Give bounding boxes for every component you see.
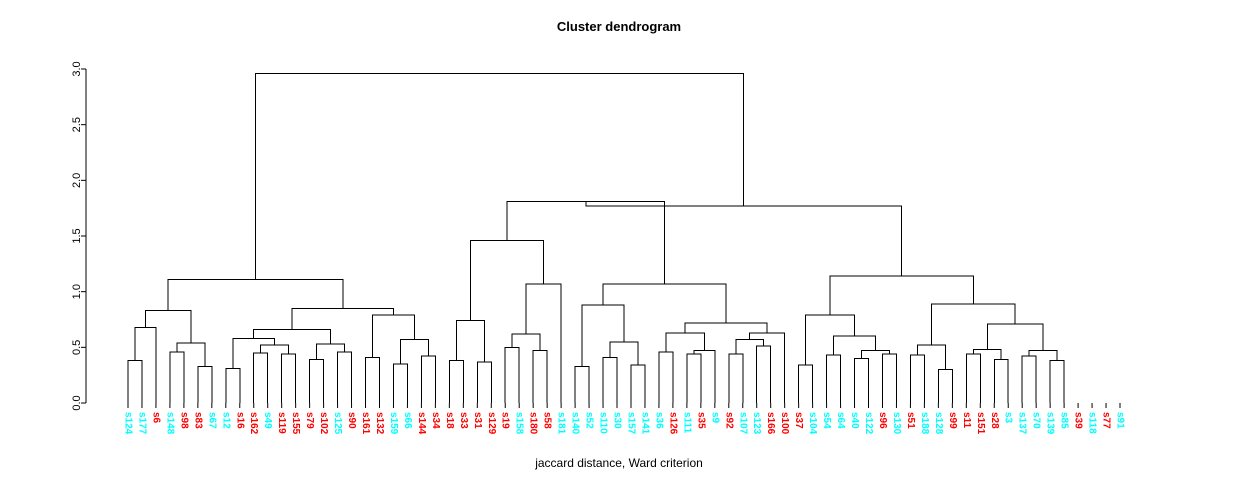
svg-text:3.0: 3.0 bbox=[71, 61, 83, 76]
leaf-label: s12 bbox=[220, 412, 231, 429]
leaf-label: s122 bbox=[863, 412, 874, 435]
leaf-label: s129 bbox=[486, 412, 497, 435]
y-axis: 0.0 0.5 1.0 1.5 2.0 2.5 3.0 bbox=[71, 61, 87, 411]
x-axis-label: jaccard distance, Ward criterion bbox=[535, 456, 703, 470]
leaf-label: s155 bbox=[290, 412, 301, 435]
leaf-label: s141 bbox=[639, 412, 650, 435]
leaf-label: s9 bbox=[709, 412, 720, 424]
leaf-label: s11 bbox=[961, 412, 972, 429]
leaf-label: s181 bbox=[556, 412, 567, 435]
leaf-label: s157 bbox=[625, 412, 636, 435]
leaf-label: s100 bbox=[779, 412, 790, 435]
leaf-label: s158 bbox=[514, 412, 525, 435]
leaf-label: s35 bbox=[695, 412, 706, 429]
leaf-label: s151 bbox=[975, 412, 986, 435]
leaf-label: s130 bbox=[891, 412, 902, 435]
leaf-label: s33 bbox=[458, 412, 469, 429]
leaf-label: s188 bbox=[919, 412, 930, 435]
leaf-label: s139 bbox=[1045, 412, 1056, 435]
svg-text:2.0: 2.0 bbox=[71, 173, 83, 188]
leaf-label: s166 bbox=[765, 412, 776, 435]
leaf-label: s49 bbox=[262, 412, 273, 429]
leaf-label: s36 bbox=[653, 412, 664, 429]
leaf-label: s159 bbox=[388, 412, 399, 435]
dendrogram-links bbox=[127, 72, 1065, 403]
leaf-label: s64 bbox=[835, 412, 846, 429]
leaf-label: s92 bbox=[723, 412, 734, 429]
leaf-label: s77 bbox=[1101, 412, 1112, 429]
leaf-label: s90 bbox=[346, 412, 357, 429]
leaf-label: s37 bbox=[793, 412, 804, 429]
leaf-ticks bbox=[127, 403, 1121, 408]
leaf-label: s70 bbox=[1031, 412, 1042, 429]
leaf-label: s19 bbox=[500, 412, 511, 429]
leaf-label: s128 bbox=[933, 412, 944, 435]
leaf-label: s85 bbox=[1059, 412, 1070, 429]
leaf-label: s67 bbox=[206, 412, 217, 429]
leaf-label: s102 bbox=[318, 412, 329, 435]
page-title: Cluster dendrogram bbox=[556, 19, 682, 34]
leaf-label: s144 bbox=[416, 412, 427, 435]
leaf-label: s54 bbox=[821, 412, 832, 429]
leaf-label: s137 bbox=[1017, 412, 1028, 435]
leaf-label: s39 bbox=[1073, 412, 1084, 429]
leaf-label: s125 bbox=[332, 412, 343, 435]
leaf-label: s123 bbox=[751, 412, 762, 435]
leaf-label: s34 bbox=[430, 412, 441, 429]
leaf-label: s91 bbox=[1115, 412, 1126, 429]
leaf-label: s79 bbox=[304, 412, 315, 429]
leaf-label: s31 bbox=[472, 412, 483, 429]
leaf-label: s28 bbox=[989, 412, 1000, 429]
leaf-label: s58 bbox=[542, 412, 553, 429]
leaf-label: s148 bbox=[164, 412, 175, 435]
leaf-label: s161 bbox=[360, 412, 371, 435]
leaf-label: s110 bbox=[598, 412, 609, 434]
leaf-label: s111 bbox=[681, 412, 692, 434]
svg-text:0.0: 0.0 bbox=[71, 395, 83, 410]
leaf-label: s119 bbox=[276, 412, 287, 434]
leaf-label: s124 bbox=[123, 412, 134, 435]
svg-text:2.5: 2.5 bbox=[71, 117, 83, 132]
svg-text:1.5: 1.5 bbox=[71, 228, 83, 243]
leaf-label: s107 bbox=[737, 412, 748, 435]
leaf-label: s140 bbox=[570, 412, 581, 435]
leaf-label: s126 bbox=[667, 412, 678, 435]
leaf-label: s40 bbox=[849, 412, 860, 429]
leaf-label: s132 bbox=[374, 412, 385, 435]
leaf-label: s6 bbox=[150, 412, 161, 424]
svg-text:0.5: 0.5 bbox=[71, 340, 83, 355]
leaf-label: s66 bbox=[402, 412, 413, 429]
leaf-label: s16 bbox=[234, 412, 245, 429]
leaf-label: s99 bbox=[947, 412, 958, 429]
leaf-label: s104 bbox=[807, 412, 818, 435]
leaf-label: s177 bbox=[136, 412, 147, 435]
leaf-label: s83 bbox=[192, 412, 203, 429]
leaf-label: s98 bbox=[178, 412, 189, 429]
leaf-label: s51 bbox=[905, 412, 916, 429]
leaf-label: s3 bbox=[1003, 412, 1014, 424]
svg-text:1.0: 1.0 bbox=[71, 284, 83, 299]
leaf-label: s18 bbox=[444, 412, 455, 429]
leaf-label: s180 bbox=[528, 412, 539, 435]
leaf-label: s30 bbox=[612, 412, 623, 429]
leaf-label: s96 bbox=[877, 412, 888, 429]
leaf-label: s162 bbox=[248, 412, 259, 435]
leaf-label: s52 bbox=[584, 412, 595, 429]
leaf-label: s118 bbox=[1087, 412, 1098, 434]
